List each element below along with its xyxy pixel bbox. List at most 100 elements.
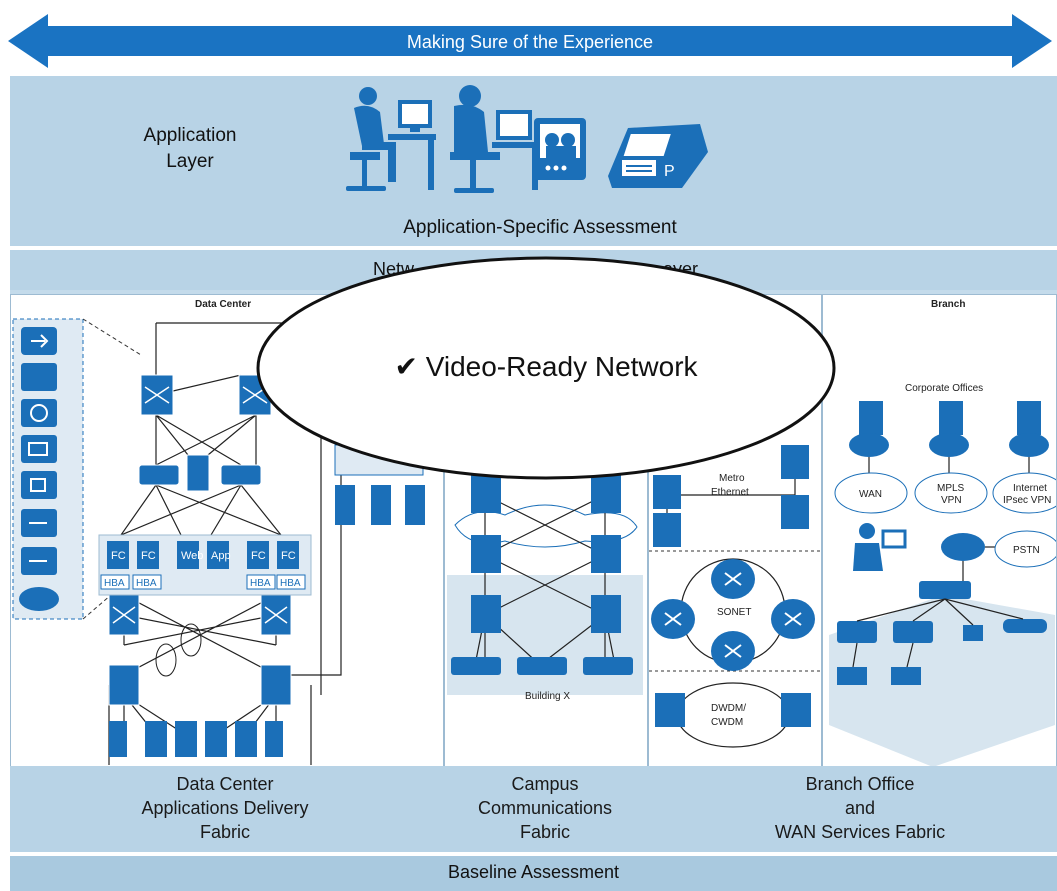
storage-array-icon [109, 721, 127, 757]
aggregation-switch-icon [138, 464, 180, 486]
hba-box [246, 574, 276, 590]
experience-arrow-banner: Making Sure of the Experience [8, 14, 1052, 68]
corporate-offices-label: Corporate Offices [905, 383, 983, 394]
core-switch-icon [471, 535, 501, 573]
hba-label: HBA [136, 578, 157, 589]
cloud-mpls-label-2: VPN [941, 495, 962, 506]
load-balancer-module-icon [21, 363, 57, 391]
content-module-icon [21, 435, 57, 463]
sonet-label: SONET [717, 607, 751, 618]
branch-fabric-line2: and [844, 798, 876, 818]
cloud-mpls-label-1: MPLS [937, 483, 965, 494]
core-switch-icon [591, 535, 621, 573]
campus-fabric-line1: Campus [511, 774, 579, 794]
metro-switch-icon [653, 513, 681, 547]
metro-label-line2: Ethernet [711, 487, 749, 498]
san-switch-icon [108, 664, 140, 706]
hba-label: HBA [104, 578, 125, 589]
pstn-label: PSTN [1013, 545, 1040, 556]
server-icon [405, 485, 425, 525]
data-center-title: Data Center [195, 299, 252, 310]
branch-topology: Corporate Offices [829, 383, 1056, 767]
application-layer-label: Application Layer [120, 123, 260, 175]
baseline-band [10, 856, 1057, 891]
callout-ellipse [256, 256, 836, 480]
application-assessment-label: Application-Specific Assessment [403, 217, 677, 238]
router-icon [849, 433, 889, 457]
hba-box [276, 574, 306, 590]
optical-mux-icon [781, 693, 811, 727]
video-ready-text: Video-Ready Network [425, 351, 698, 382]
distribution-switch-icon [471, 475, 501, 513]
seated-user-icon [450, 85, 542, 193]
server-label: FC [251, 550, 266, 562]
branch-switch-icon [919, 581, 971, 599]
access-switch-icon [451, 657, 501, 675]
video-monitor-icon [534, 118, 586, 180]
metro-switch-icon [653, 475, 681, 509]
server-label: App [211, 550, 231, 562]
cloud-wan-label: WAN [859, 489, 882, 500]
video-endpoint-icon [963, 625, 983, 641]
server-label: FC [281, 550, 296, 562]
metro-switch-icon [781, 445, 809, 479]
server-labels: FC FC Web App FC FC [111, 550, 296, 562]
storage-array-icon [205, 721, 227, 757]
wan-cloud [834, 472, 908, 514]
video-ready-callout [256, 256, 836, 480]
router-icon [929, 433, 969, 457]
cloud-internet-label-1: Internet [1013, 483, 1047, 494]
branch-fabric-line1: Branch Office [805, 774, 915, 794]
server-icon [186, 454, 210, 492]
dwdm-label-line1: DWDM/ [711, 703, 746, 714]
aggregation-switch-icon [220, 464, 262, 486]
san-switch-icon [260, 664, 292, 706]
hba-box [132, 574, 162, 590]
laptop-icon [891, 667, 921, 685]
server-label: Web [181, 550, 203, 562]
metro-label-line1: Metro [719, 473, 745, 484]
double-arrow-shape [8, 14, 1052, 68]
mpls-cloud [914, 472, 988, 514]
seated-user-icon [346, 87, 436, 191]
server-label: FC [111, 550, 126, 562]
experience-label: Making Sure of the Experience [407, 32, 653, 52]
video-ready-label: ✔ Video-Ready Network [254, 350, 838, 383]
campus-fabric-line3: Fabric [519, 822, 570, 842]
ip-phone-icon: P [608, 124, 708, 188]
building-icon [939, 401, 963, 435]
router-icon [1009, 433, 1049, 457]
branch-fabric-line3: WAN Services Fabric [774, 822, 946, 842]
data-center-panel: Data Center [10, 294, 444, 768]
building-icon [859, 401, 883, 435]
branch-router-icon [941, 533, 985, 561]
ip-phone-icon [893, 621, 933, 643]
building-icon [1017, 401, 1041, 435]
campus-topology: Building X [447, 475, 643, 702]
dc-fabric-line2: Applications Delivery [141, 798, 309, 818]
branch-fabric-label: Branch Office and WAN Services Fabric [700, 772, 1020, 844]
branch-title: Branch [931, 299, 966, 310]
wan-topology: Metro Ethernet SONET DWDM/ CWDM [649, 445, 821, 748]
campus-fabric-line2: Communications [477, 798, 613, 818]
distribution-switch-icon [591, 595, 621, 633]
server-label: FC [141, 550, 156, 562]
dc-fabric-line3: Fabric [199, 822, 250, 842]
optical-mux-icon [655, 693, 685, 727]
campus-fabric-label: Campus Communications Fabric [444, 772, 646, 844]
application-icons: P [346, 85, 708, 193]
branch-user-icon [859, 523, 875, 539]
building-label: Building X [525, 691, 570, 702]
hba-box [100, 574, 130, 590]
svg-text:P: P [664, 163, 675, 180]
server-icon [335, 485, 355, 525]
pstn-cloud [994, 530, 1056, 568]
baseline-label: Baseline Assessment [447, 862, 620, 882]
dc-fabric-label: Data Center Applications Delivery Fabric [60, 772, 390, 844]
application-layer-label-line2: Layer [166, 151, 214, 172]
dwdm-label-line2: CWDM [711, 717, 743, 728]
dc-fabric-line1: Data Center [176, 774, 274, 794]
storage-array-icon [175, 721, 197, 757]
hba-label: HBA [250, 578, 271, 589]
